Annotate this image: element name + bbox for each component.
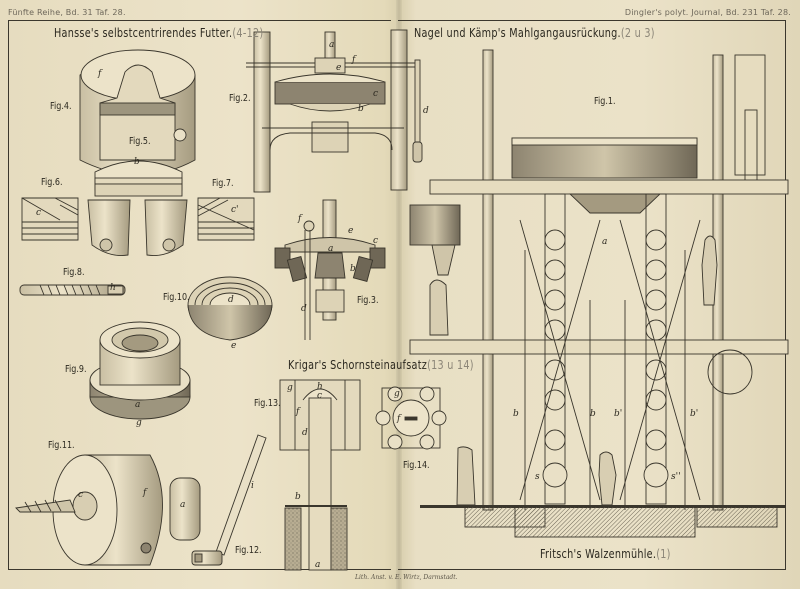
part-letter: s [535, 472, 540, 482]
fig13-label: Fig.13. [254, 398, 281, 409]
part-letter: i [251, 481, 254, 491]
part-letter: c [78, 490, 84, 500]
fig8-screw [19, 284, 126, 296]
part-letter: h [317, 382, 323, 392]
part-letter: c [317, 391, 323, 401]
part-letter: c [373, 89, 379, 99]
part-letter: f [298, 214, 302, 224]
lithographer-imprint: Lith. Anst. v. E. Wirtz, Darmstadt. [355, 574, 458, 581]
fig6-jaw-c [21, 197, 79, 241]
fig10-scroll-plate [187, 276, 273, 341]
fig5-jaw [87, 160, 188, 256]
fig3-lever-assembly [274, 199, 386, 340]
fig3-label: Fig.3. [357, 295, 379, 306]
part-letter: b' [614, 409, 623, 419]
part-letter: a [602, 237, 608, 247]
fig12-key-wrench [191, 434, 267, 566]
title-hansse-chuck: Hansse's selbstcentrirendes Futter.(4-12… [54, 25, 263, 40]
fig7-label: Fig.7. [212, 178, 234, 189]
part-letter: c [36, 208, 42, 218]
title-figure-ref: (2 u 3) [620, 25, 655, 40]
fig6-label: Fig.6. [41, 177, 63, 188]
title-text: Krigar's Schornsteinaufsatz [288, 357, 428, 372]
fig4-chuck-body [79, 49, 196, 176]
part-letter: a [135, 400, 141, 410]
part-letter: e [336, 63, 342, 73]
part-letter: s'' [671, 472, 681, 482]
part-letter: b [134, 157, 140, 167]
title-fritsch-roller-mill: Fritsch's Walzenmühle.(1) [540, 546, 671, 561]
fig11-label: Fig.11. [48, 440, 75, 451]
left-plate-frame [8, 20, 391, 570]
part-letter: e [231, 341, 237, 351]
part-letter: b' [690, 409, 699, 419]
part-letter: a [328, 244, 334, 254]
fig1-roller-mill [409, 49, 789, 538]
header-right: Dingler's polyt. Journal, Bd. 231 Taf. 2… [624, 8, 791, 17]
title-text: Hansse's selbstcentrirendes Futter. [54, 25, 233, 40]
fig10-label: Fig.10. [163, 292, 190, 303]
header-left: Fünfte Reihe, Bd. 31 Taf. 28. [8, 8, 126, 17]
fig4-label: Fig.4. [50, 101, 72, 112]
part-letter: a [315, 560, 321, 570]
part-letter: d [301, 304, 307, 314]
part-letter: g [394, 389, 400, 399]
page-fold [396, 0, 402, 589]
part-letter: b [513, 409, 519, 419]
part-letter: g [136, 418, 142, 428]
part-letter: d [302, 428, 308, 438]
fig11-drill-chuck [15, 454, 201, 566]
part-letter: a [180, 500, 186, 510]
right-plate-frame [398, 20, 786, 570]
part-letter: b [350, 264, 356, 274]
part-letter: f [397, 414, 401, 424]
part-letter: b [295, 492, 301, 502]
part-letter: d [423, 106, 429, 116]
fig8-label: Fig.8. [63, 267, 85, 278]
title-figure-ref: (1) [656, 546, 671, 561]
fig9-chuck [89, 321, 191, 420]
part-letter: d [228, 295, 234, 305]
fig14-label: Fig.14. [403, 460, 430, 471]
fig2-millstone-disengagement [246, 29, 423, 193]
part-letter: a [329, 40, 335, 50]
part-letter: f [98, 69, 102, 79]
part-letter: g [287, 383, 293, 393]
title-figure-ref: (13 u 14) [427, 357, 474, 372]
part-letter: b [358, 104, 364, 114]
fig12-label: Fig.12. [235, 545, 262, 556]
part-letter: b [590, 409, 596, 419]
part-letter: c' [231, 205, 239, 215]
title-figure-ref: (4-12) [232, 25, 264, 40]
part-letter: f [143, 488, 147, 498]
title-text: Fritsch's Walzenmühle. [540, 546, 657, 561]
title-nagel-kaemp: Nagel und Kämp's Mahlgangausrückung.(2 u… [414, 25, 655, 40]
fig14-chimney-cap-plan [375, 386, 447, 450]
part-letter: h [110, 283, 116, 293]
fig9-label: Fig.9. [65, 364, 87, 375]
fig2-label: Fig.2. [229, 93, 251, 104]
fig1-label: Fig.1. [594, 96, 616, 107]
fig13-chimney-cap-section [279, 379, 361, 571]
part-letter: c [373, 236, 379, 246]
fig7-jaw-c-prime [197, 197, 255, 241]
fig5-label: Fig.5. [129, 136, 151, 147]
part-letter: e [348, 226, 354, 236]
title-krigar-chimney: Krigar's Schornsteinaufsatz(13 u 14) [288, 357, 474, 372]
title-text: Nagel und Kämp's Mahlgangausrückung. [414, 25, 621, 40]
part-letter: f [296, 407, 300, 417]
part-letter: f [352, 55, 356, 65]
